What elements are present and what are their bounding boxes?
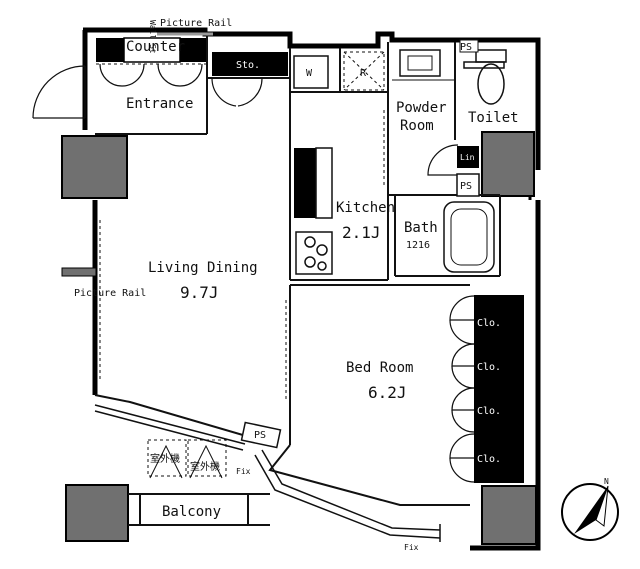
fridge-label: R (360, 68, 367, 79)
powder-room-label-2: Room (400, 118, 434, 134)
linen-label: Lin (460, 153, 475, 162)
closet-bank (474, 295, 524, 483)
closet-label-4: Clo. (477, 454, 501, 465)
bathtub (443, 201, 495, 273)
column-lower-left (65, 484, 129, 542)
toilet-label: Toilet (468, 110, 519, 126)
counter-label: Counter (126, 39, 185, 55)
balcony-window (254, 449, 441, 542)
closet-doors (449, 295, 475, 483)
column-lower-right (481, 485, 537, 545)
powder-sink (399, 49, 441, 77)
counter-box (123, 37, 181, 63)
ps-top-label: PS (460, 42, 472, 53)
entrance-counter-left (96, 38, 124, 62)
ps-bottom-label: PS (254, 430, 266, 441)
ac-units (147, 439, 227, 477)
living-dining-label: Living Dining (148, 260, 258, 276)
doors (32, 63, 459, 176)
kitchen-wall-block (294, 148, 316, 218)
fix-label-1: Fix (236, 467, 251, 476)
wall-storage-label: Wall St (148, 20, 157, 54)
powder-room-label-1: Powder (396, 100, 447, 116)
compass-north-label: N (604, 477, 609, 486)
picture-rail-left-label: Picture Rail (74, 288, 146, 299)
ac-unit-label-2: 室外機 (190, 460, 220, 473)
bath-size: 1216 (406, 240, 430, 251)
washer-label: W (306, 68, 313, 79)
sto-label: Sto. (236, 60, 260, 71)
closet-label-1: Clo. (477, 318, 501, 329)
storage-block (212, 52, 288, 76)
balcony-label: Balcony (162, 504, 221, 520)
bed-room-label: Bed Room (346, 360, 413, 376)
bath-label: Bath (404, 220, 438, 236)
column-upper-left (61, 135, 128, 199)
washer-box (293, 55, 329, 89)
toilet-fixture (463, 49, 507, 105)
living-dining-size: 9.7J (180, 283, 219, 302)
living-window (94, 404, 246, 451)
kitchen-counter (315, 147, 333, 219)
ps-top-box (459, 39, 479, 53)
picture-rail-top-label: Picture Rail (160, 18, 232, 29)
column-upper-right (481, 131, 535, 197)
linen-box (457, 146, 479, 168)
interior-walls (94, 34, 501, 526)
entrance-counter-right (180, 38, 206, 62)
closet-label-2: Clo. (477, 362, 501, 373)
compass (561, 483, 619, 541)
ac-unit-marks (149, 444, 223, 479)
ps-right-box (456, 173, 480, 197)
left-wall-stub (61, 267, 97, 277)
entrance-label: Entrance (126, 96, 193, 112)
fix-label-2: Fix (404, 543, 419, 552)
ps-right-label: PS (460, 181, 472, 192)
ac-unit-label-1: 室外機 (150, 452, 180, 465)
stove (295, 231, 333, 275)
ps-box-bottom (240, 421, 282, 449)
fridge-box (343, 51, 385, 91)
kitchen-size: 2.1J (342, 223, 381, 242)
closet-label-3: Clo. (477, 406, 501, 417)
kitchen-label: Kitchen (336, 200, 395, 216)
bed-room-size: 6.2J (368, 383, 407, 402)
